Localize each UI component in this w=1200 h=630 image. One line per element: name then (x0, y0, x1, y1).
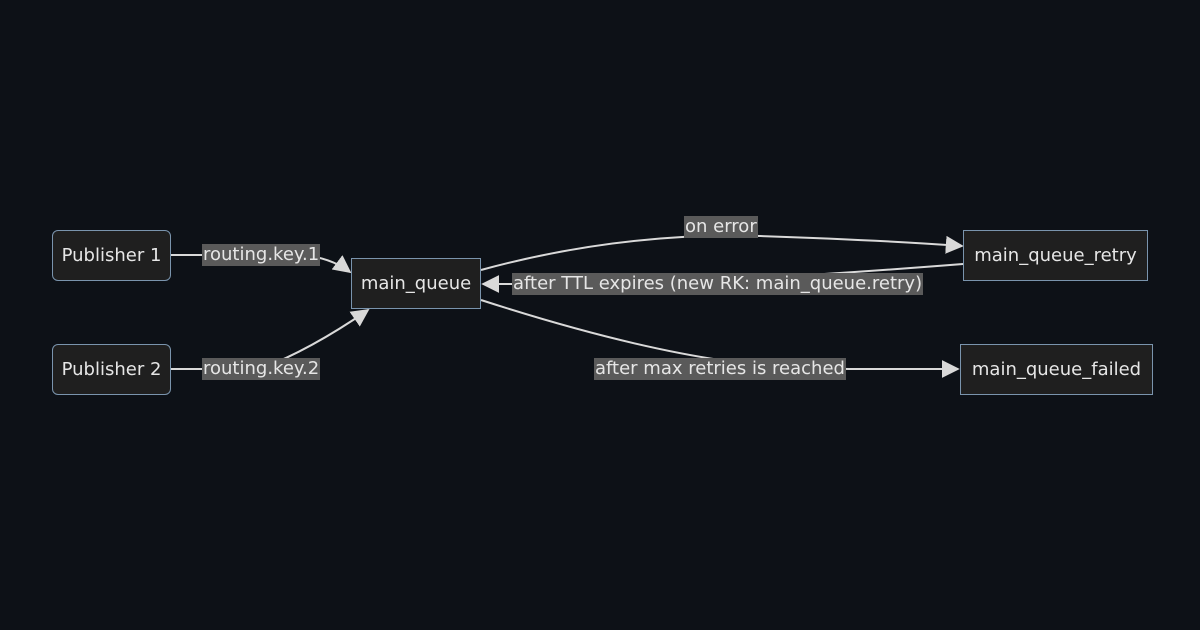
edge-main-queue-to-retry (480, 234, 964, 271)
node-main-queue-failed[interactable]: main_queue_failed (960, 344, 1153, 395)
edge-label-on-error: on error (684, 216, 758, 238)
node-label: Publisher 1 (61, 245, 162, 266)
node-label: Publisher 2 (61, 359, 162, 380)
edge-label-routing-key-2: routing.key.2 (202, 358, 321, 380)
node-publisher-2[interactable]: Publisher 2 (52, 344, 171, 395)
node-label: main_queue_retry (974, 245, 1137, 266)
node-main-queue-retry[interactable]: main_queue_retry (963, 230, 1148, 281)
edge-label-after-max-retries: after max retries is reached (594, 358, 846, 380)
edge-label-after-ttl: after TTL expires (new RK: main_queue.re… (512, 273, 924, 295)
node-publisher-1[interactable]: Publisher 1 (52, 230, 171, 281)
node-main-queue[interactable]: main_queue (351, 258, 481, 309)
node-label: main_queue (360, 273, 472, 294)
edge-label-routing-key-1: routing.key.1 (202, 244, 321, 266)
node-label: main_queue_failed (971, 359, 1142, 380)
